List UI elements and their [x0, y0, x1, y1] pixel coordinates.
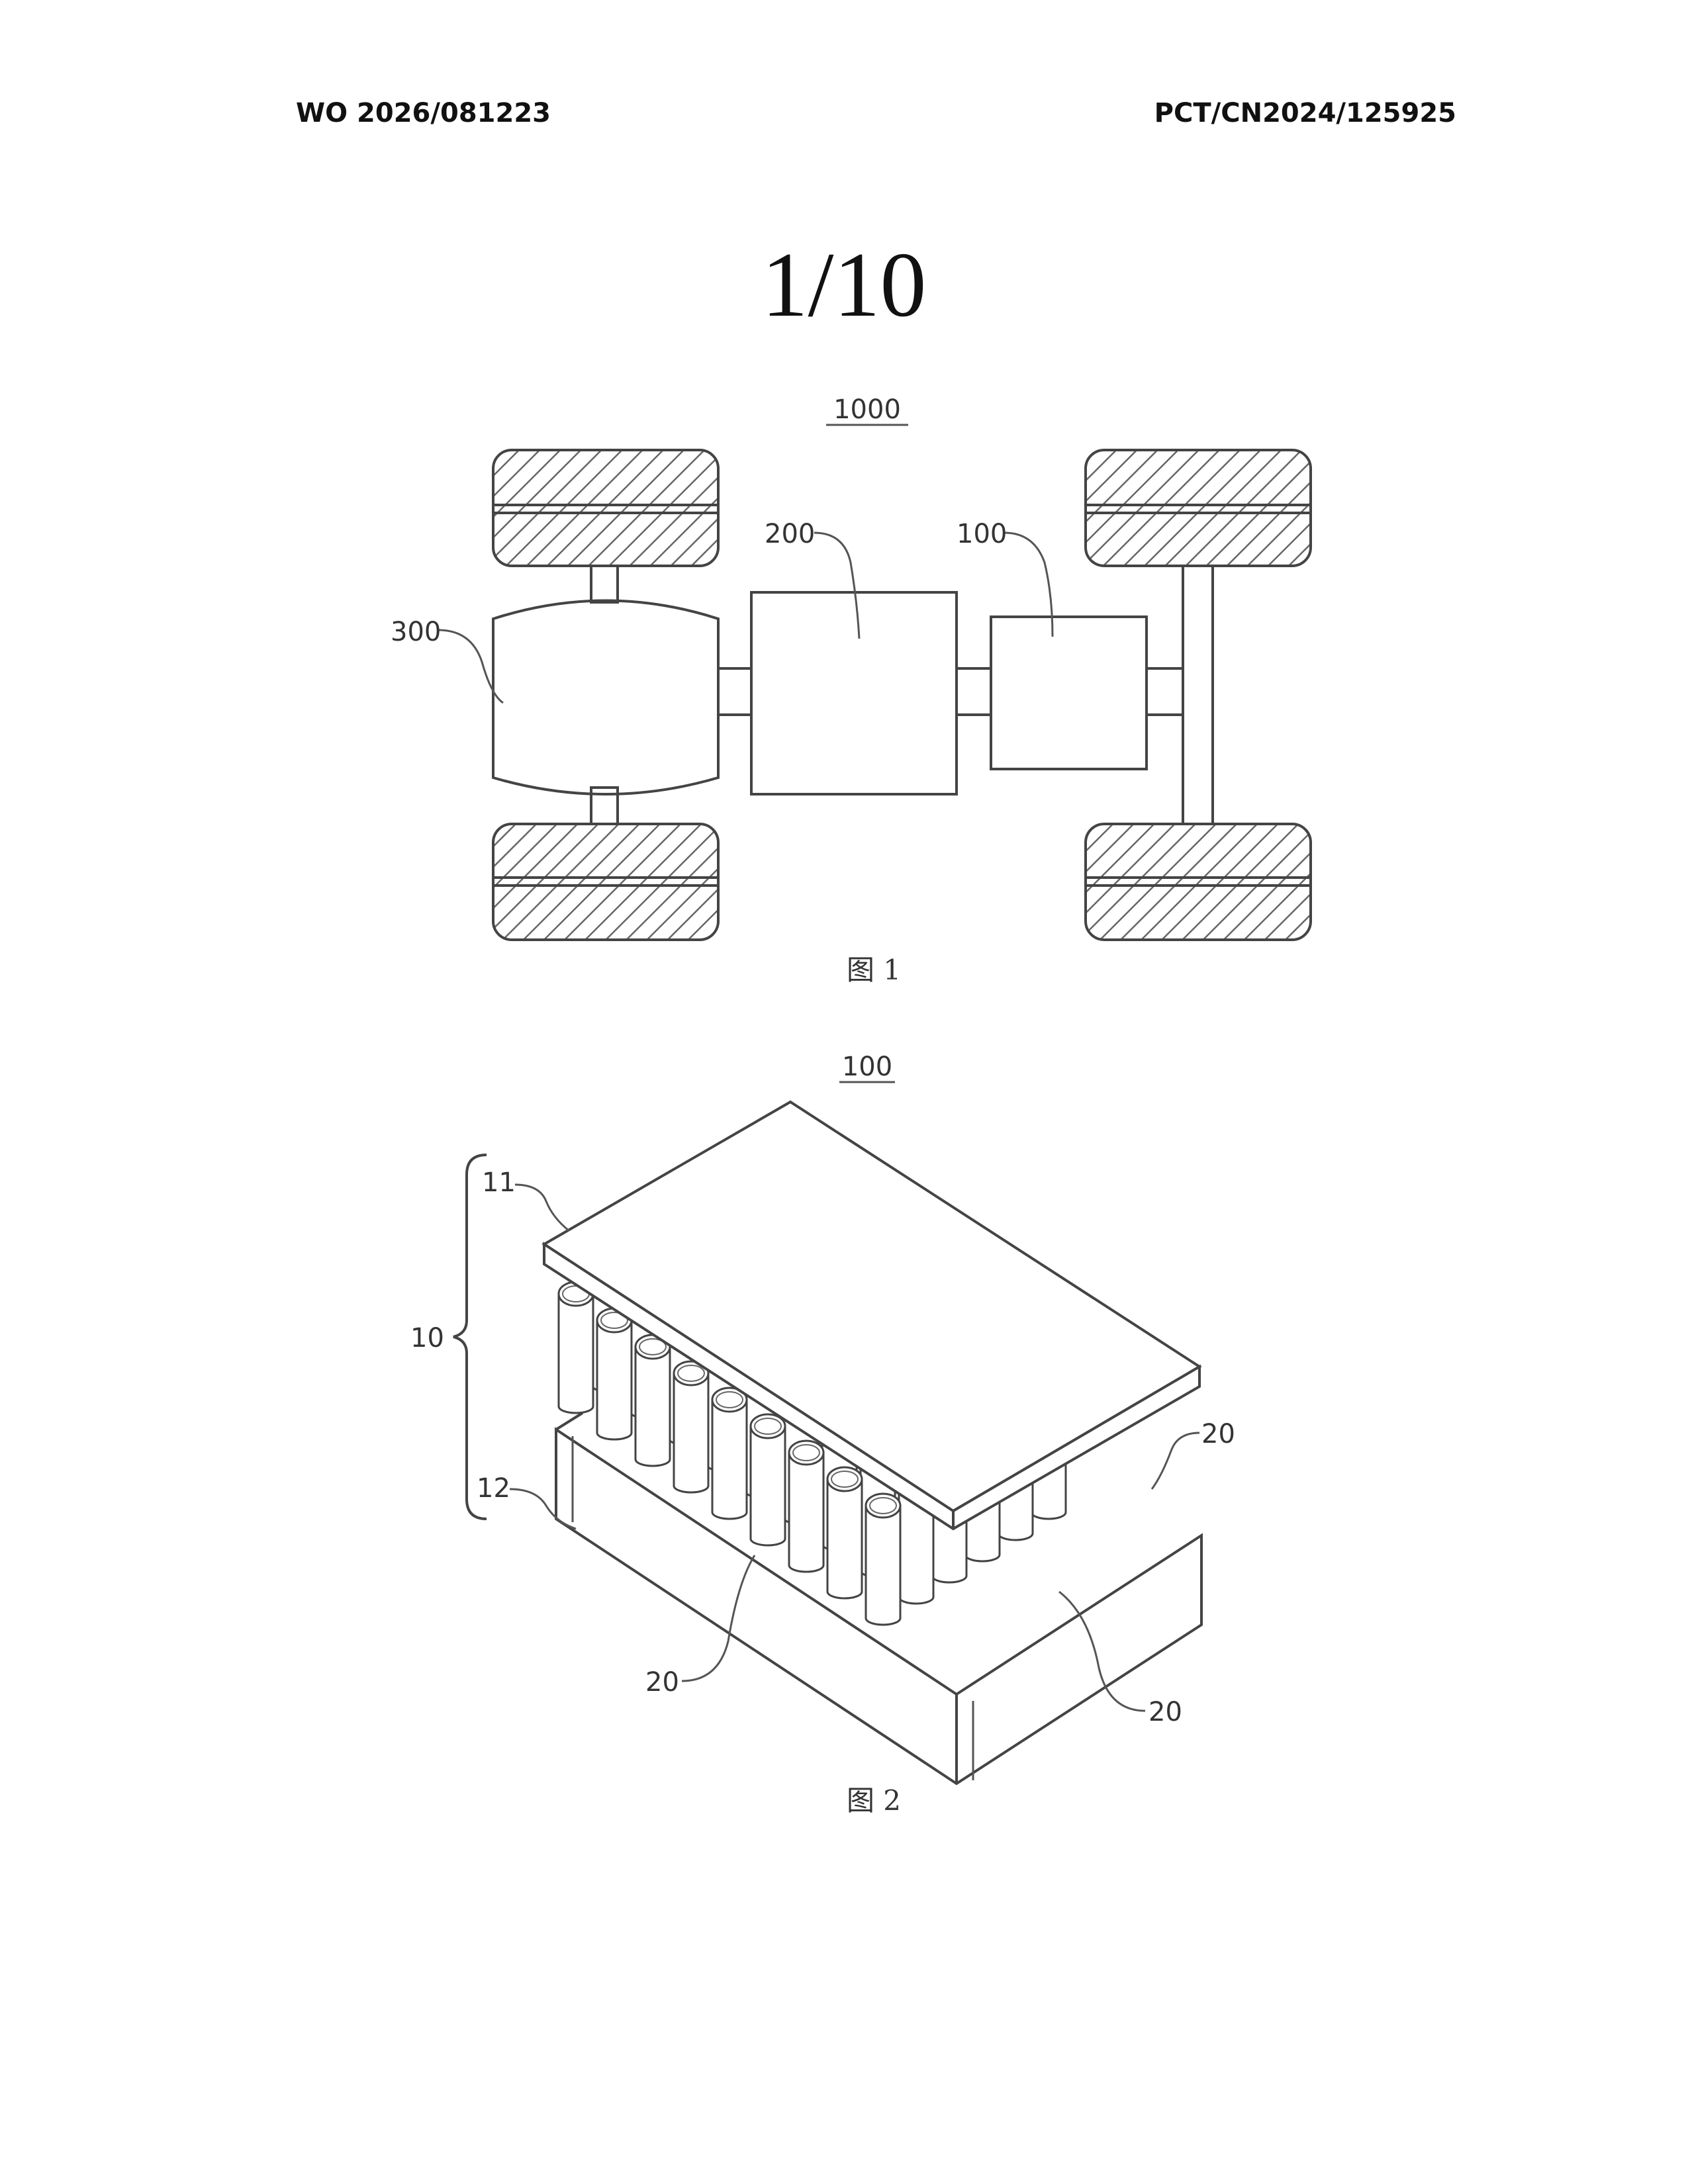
label-cell-right-top: 20: [1201, 1419, 1235, 1449]
label-cell-left: 20: [645, 1667, 679, 1698]
battery-cell: [674, 1361, 708, 1492]
battery-cell: [559, 1282, 593, 1413]
shaft-motor-controller: [718, 668, 751, 715]
controller-block: [751, 592, 957, 794]
figure-1: 1000: [391, 394, 1311, 986]
leader-case: [510, 1489, 576, 1529]
figure-1-reference: 1000: [833, 394, 901, 425]
leader-controller: [814, 533, 859, 639]
figure-2-caption: 图 2: [847, 1784, 901, 1817]
battery-cell: [635, 1335, 670, 1466]
leader-lid: [515, 1185, 569, 1231]
motor-block: [493, 601, 718, 795]
label-case: 12: [477, 1473, 510, 1504]
wheel-rear-left: [493, 824, 718, 940]
wheel-front-left: [493, 450, 718, 566]
label-cell-right-bottom: 20: [1149, 1697, 1182, 1727]
wheel-front-right: [1086, 450, 1311, 566]
leader-cell-right-bottom: [1059, 1592, 1145, 1711]
label-motor: 300: [391, 617, 441, 647]
left-axle-upper: [591, 566, 618, 602]
figure-2-reference: 100: [842, 1052, 892, 1082]
battery-cell: [751, 1414, 785, 1545]
battery-cell: [827, 1467, 862, 1598]
leader-cell-left: [682, 1555, 755, 1681]
leader-cell-right-top: [1152, 1433, 1199, 1489]
figure-1-caption: 图 1: [847, 954, 901, 986]
label-battery: 100: [957, 519, 1007, 549]
shaft-battery-axle: [1147, 668, 1183, 715]
right-axle: [1183, 566, 1213, 824]
figure-2: 100 11 10 12 20 20 20: [410, 1052, 1235, 1817]
battery-cell: [866, 1494, 900, 1625]
battery-cell: [597, 1308, 632, 1439]
wheel-rear-right: [1086, 824, 1311, 940]
shaft-controller-battery: [957, 668, 991, 715]
box-brace: [453, 1155, 487, 1519]
battery-block: [991, 617, 1147, 769]
leader-battery: [1004, 533, 1053, 637]
battery-cell: [789, 1441, 823, 1572]
label-lid: 11: [482, 1167, 516, 1198]
label-box: 10: [410, 1323, 444, 1353]
label-controller: 200: [765, 519, 815, 549]
battery-cell: [712, 1388, 747, 1519]
